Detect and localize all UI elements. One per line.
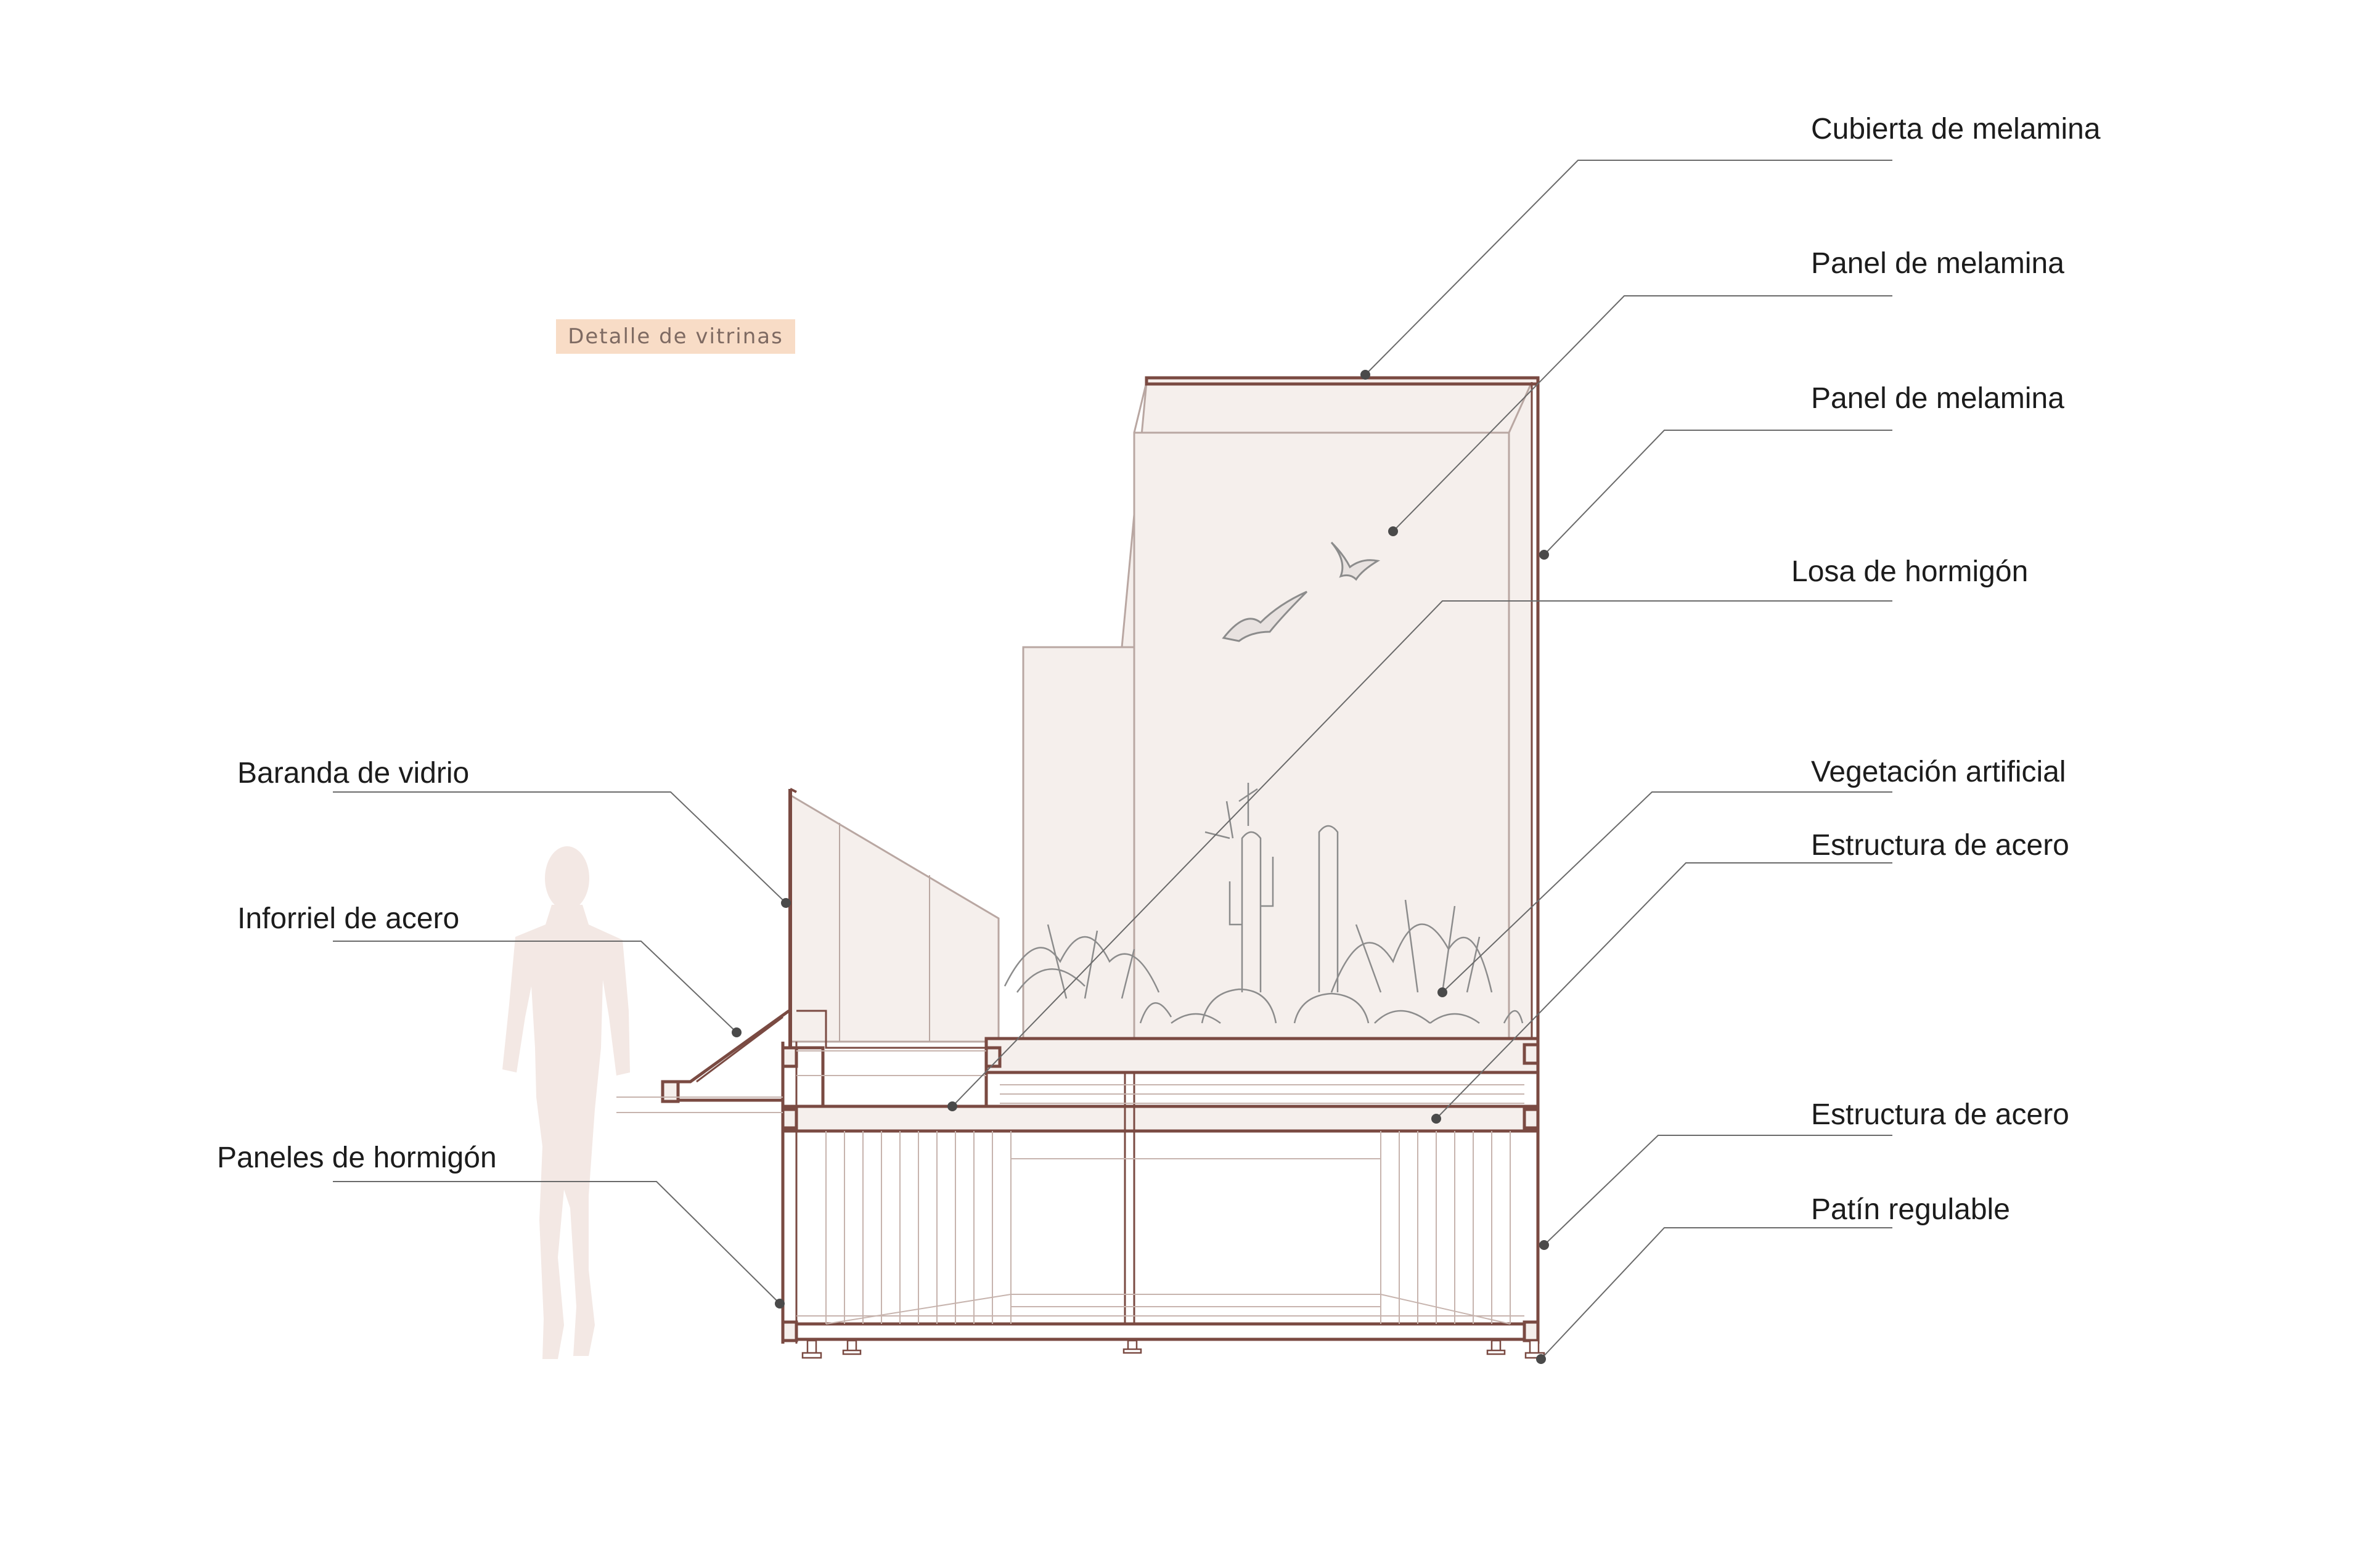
section-tag: Detalle de vitrinas xyxy=(556,319,795,354)
label-estructura-1: Estructura de acero xyxy=(1811,829,2069,862)
label-estructura-2: Estructura de acero xyxy=(1811,1098,2069,1131)
label-losa: Losa de hormigón xyxy=(1791,555,2029,588)
bird-icons xyxy=(1222,541,1381,642)
steel-structure xyxy=(661,376,1540,1344)
label-inforriel: Inforriel de acero xyxy=(237,902,460,935)
label-patin: Patín regulable xyxy=(1811,1193,2010,1226)
label-paneles: Paneles de hormigón xyxy=(217,1141,497,1174)
adjustable-feet xyxy=(801,1339,1545,1359)
concrete-panels xyxy=(616,1050,1524,1325)
label-cubierta: Cubierta de melamina xyxy=(1811,113,2101,145)
human-silhouette xyxy=(502,846,630,1359)
label-baranda: Baranda de vidrio xyxy=(237,757,470,790)
label-vegetacion: Vegetación artificial xyxy=(1811,756,2066,788)
artificial-vegetation xyxy=(1004,783,1524,1024)
melamine-panels xyxy=(1022,381,1533,1043)
callout-dots xyxy=(732,370,1549,1364)
leader-lines xyxy=(333,160,1892,1360)
label-panel-2: Panel de melamina xyxy=(1811,382,2064,415)
glass-balustrade xyxy=(788,788,1000,1054)
label-panel-1: Panel de melamina xyxy=(1811,247,2064,280)
